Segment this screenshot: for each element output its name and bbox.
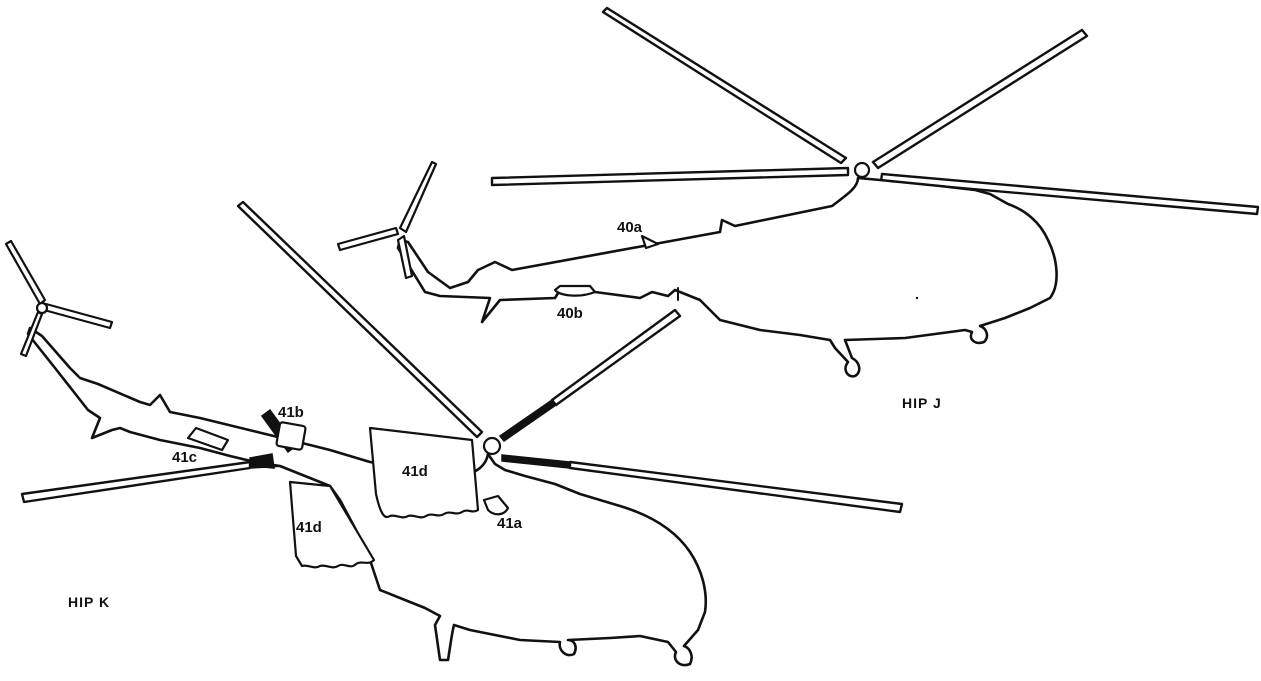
label-41a: 41a <box>497 515 523 532</box>
hip-j-part-40a <box>640 234 660 250</box>
hip-k-tail-hub <box>35 301 49 315</box>
hip-j-tail-rotor <box>336 160 438 280</box>
label-40a: 40a <box>617 219 643 236</box>
label-41b: 41b <box>278 404 304 421</box>
hip-j-fuselage <box>396 176 1058 378</box>
hip-j-rotor-hub <box>853 161 871 179</box>
hip-k-tail-blade-upper <box>4 239 47 306</box>
label-41d-lower: 41d <box>296 519 322 536</box>
hip-k-helicopter <box>4 200 904 667</box>
hip-k-blade-upper-right-root <box>498 398 558 443</box>
hip-k-part-41c <box>186 426 230 452</box>
hip-k-part-41a <box>482 494 510 516</box>
hip-k-blade-right <box>568 460 904 514</box>
hip-k-blade-right-root <box>501 454 571 469</box>
hip-k-fuselage <box>26 326 707 667</box>
hip-k-tail-blade-right <box>42 302 114 330</box>
speck-mark <box>915 296 919 300</box>
label-41c: 41c <box>172 449 197 466</box>
label-41d-upper: 41d <box>402 463 428 480</box>
label-40b: 40b <box>557 305 583 322</box>
label-hip-k: HIP K <box>68 594 110 610</box>
hip-k-blade-upper-right <box>550 308 682 407</box>
hip-k-part-41d-lower <box>288 480 376 569</box>
hip-j-blade-left <box>490 166 850 187</box>
hip-j-blade-upper-left <box>601 6 848 165</box>
hip-k-part-41b <box>275 421 307 451</box>
hip-j-part-40b <box>553 284 597 297</box>
hip-j-tail-blade-upper <box>398 160 438 234</box>
hip-j-tail-blade-left <box>336 226 400 252</box>
hip-j-helicopter <box>336 6 1260 378</box>
label-hip-j: HIP J <box>902 395 942 411</box>
hip-j-tail-blade-lower <box>396 234 414 280</box>
hip-k-main-rotor <box>20 200 904 514</box>
hip-k-tail-rotor <box>4 239 114 358</box>
hip-k-part-41d-upper <box>368 426 480 519</box>
hip-k-rotor-hub <box>482 436 502 456</box>
hip-k-blade-left <box>20 460 252 504</box>
hip-j-blade-right <box>879 172 1260 216</box>
hip-j-main-rotor <box>490 6 1260 216</box>
hip-j-blade-upper-right <box>871 28 1089 170</box>
hip-k-antenna-wedge <box>249 453 275 469</box>
hip-k-blade-upper-left <box>236 200 484 439</box>
